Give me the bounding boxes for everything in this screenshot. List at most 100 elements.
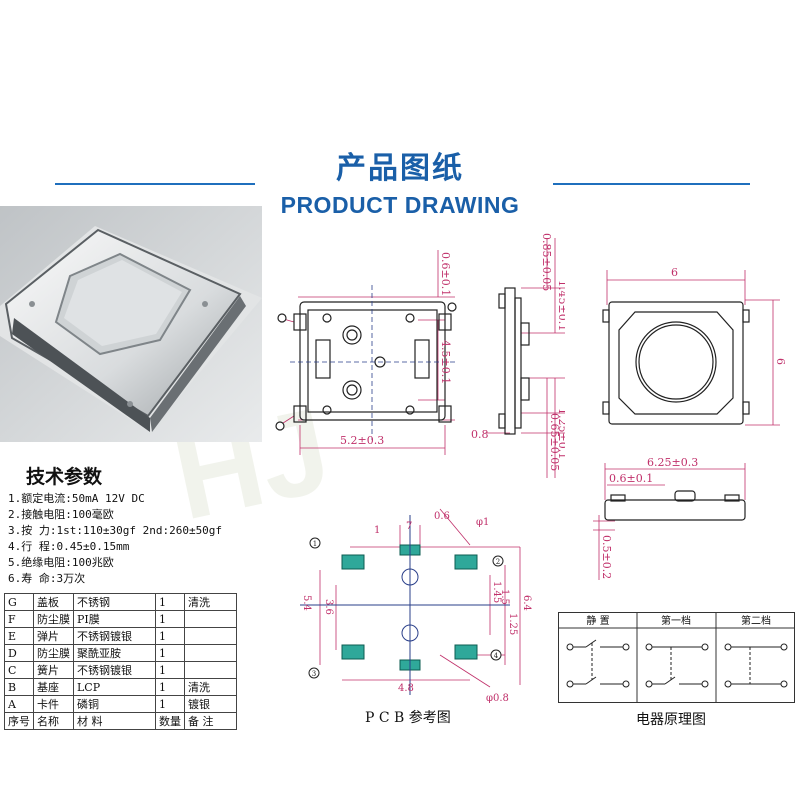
bom-cell: 盖板 (33, 593, 74, 611)
header-rule-left (55, 183, 255, 185)
circuit-caption: 电器原理图 (636, 712, 706, 728)
bom-cell: 1 (155, 627, 185, 645)
table-row: A 卡件 磷铜 1 镀银 (4, 695, 237, 713)
dim-side-e: 0.8 (471, 428, 489, 441)
drawing-top-view: 0.6±0.1 4.5±0.1 5.2±0.3 (275, 250, 457, 455)
page-title-en: PRODUCT DRAWING (280, 192, 520, 218)
table-row: D 防尘膜 聚酰亚胺 1 (4, 644, 237, 662)
dim-side-a: 0.85±0.05 (540, 233, 553, 291)
dim-right-w: 6 (671, 266, 678, 279)
spec-item: 2.接触电阻:100毫欧 (8, 508, 114, 521)
bom-cell: 1 (155, 678, 185, 696)
bom-cell: E (4, 627, 34, 645)
dim-bottom-b: 0.6±0.1 (609, 472, 653, 485)
pcb-dim-54: 5.4 (301, 595, 312, 611)
bom-cell: 卡件 (33, 695, 74, 713)
bom-cell (184, 661, 237, 679)
product-photo (0, 206, 262, 442)
dim-top-c: 5.2±0.3 (340, 434, 384, 447)
bom-cell: 清洗 (184, 678, 237, 696)
table-row: E 弹片 不锈钢镀银 1 (4, 627, 237, 645)
spec-item: 5.绝缘电阻:100兆欧 (8, 556, 114, 569)
table-row: C 簧片 不锈钢镀银 1 (4, 661, 237, 679)
bom-cell: G (4, 593, 34, 611)
bom-cell: 清洗 (184, 593, 237, 611)
bom-cell: A (4, 695, 34, 713)
pcb-dim-phi1: φ1 (476, 517, 489, 528)
drawing-side-view: 0.85±0.05 1.45±0.1 1.25±0.1 0.65±0.05 0.… (471, 233, 565, 478)
dim-side-c: 1.25±0.1 (556, 408, 565, 459)
page-title-cn: 产品图纸 (336, 151, 464, 186)
pcb-dim-125: 1.25 (507, 613, 518, 635)
pcb-dim-phi08: φ0.8 (486, 693, 509, 704)
dim-top-a: 0.6±0.1 (439, 252, 452, 296)
table-row: F 防尘膜 PI膜 1 (4, 610, 237, 628)
bom-table: G 盖板 不锈钢 1 清洗 F 防尘膜 PI膜 1 E 弹片 不锈钢镀银 1 D… (4, 593, 237, 730)
bom-cell: F (4, 610, 34, 628)
circuit-header-rest: 静 置 (586, 614, 609, 627)
specs-title: 技术参数 (26, 466, 103, 488)
pcb-pad-label-3: 3 (312, 670, 316, 678)
bom-header-cell: 备 注 (184, 712, 237, 730)
bom-cell: 不锈钢镀银 (73, 627, 156, 645)
bom-cell: 磷铜 (73, 695, 156, 713)
spec-item: 4.行 程:0.45±0.15mm (8, 540, 130, 553)
dim-top-b: 4.5±0.1 (439, 340, 452, 384)
bom-cell (184, 627, 237, 645)
spec-item: 1.额定电流:50mA 12V DC (8, 492, 145, 505)
bom-cell: C (4, 661, 34, 679)
bom-cell: 不锈钢镀银 (73, 661, 156, 679)
circuit-header-first: 第一档 (661, 614, 691, 627)
bom-cell: LCP (73, 678, 156, 696)
table-header-row: 序号 名称 材 料 数量 备 注 (4, 712, 237, 730)
table-row: B 基座 LCP 1 清洗 (4, 678, 237, 696)
pcb-dim-1: 1 (374, 525, 380, 536)
bom-cell: 1 (155, 661, 185, 679)
bom-cell: D (4, 644, 34, 662)
bom-header-cell: 材 料 (73, 712, 156, 730)
spec-item: 3.按 力:1st:110±30gf 2nd:260±50gf (8, 524, 223, 537)
bom-cell: 防尘膜 (33, 610, 74, 628)
bom-cell: 1 (155, 695, 185, 713)
dim-side-b: 1.45±0.1 (556, 280, 565, 331)
bom-cell: 簧片 (33, 661, 74, 679)
bom-cell (184, 610, 237, 628)
bom-header-cell: 数量 (155, 712, 185, 730)
bom-cell: 镀银 (184, 695, 237, 713)
pcb-dim-64: 6.4 (521, 595, 532, 611)
pcb-drawing: 1 2 3 4 1 0.6 φ1 7 5.4 3.6 1.45 1.5 1.25… (300, 508, 532, 704)
bom-cell: 1 (155, 644, 185, 662)
bom-cell: 弹片 (33, 627, 74, 645)
drawing-bottom-view: 6.25±0.3 0.6±0.1 0.5±0.2 (593, 456, 746, 580)
bom-cell (184, 644, 237, 662)
bom-cell: 聚酰亚胺 (73, 644, 156, 662)
bom-cell: B (4, 678, 34, 696)
dim-bottom-c: 0.5±0.2 (600, 535, 613, 579)
dim-right-h: 6 (774, 358, 787, 365)
bom-cell: PI膜 (73, 610, 156, 628)
bom-header-cell: 名称 (33, 712, 74, 730)
circuit-header-second: 第二档 (741, 614, 771, 627)
pcb-dim-48: 4.8 (398, 683, 414, 694)
pcb-pad-label-2: 2 (496, 558, 500, 566)
bom-cell: 1 (155, 593, 185, 611)
table-row: G 盖板 不锈钢 1 清洗 (4, 593, 237, 611)
pcb-dim-36: 3.6 (323, 599, 334, 615)
drawing-right-view: 6 6 (602, 266, 787, 426)
pcb-pad-label-4: 4 (494, 652, 499, 660)
spec-item: 6.寿 命:3万次 (8, 572, 86, 585)
pcb-dim-06: 0.6 (434, 511, 450, 522)
pcb-dim-15: 1.5 (499, 589, 510, 605)
bom-header-cell: 序号 (4, 712, 34, 730)
dim-bottom-a: 6.25±0.3 (647, 456, 698, 469)
bom-cell: 不锈钢 (73, 593, 156, 611)
pcb-dim-7: 7 (406, 521, 412, 532)
pcb-dim-145: 1.45 (491, 581, 502, 603)
pcb-pad-label-1: 1 (313, 540, 317, 548)
dim-side-d: 0.65±0.05 (548, 413, 561, 471)
header-rule-right (553, 183, 750, 185)
bom-cell: 基座 (33, 678, 74, 696)
pcb-caption: P C B 参考图 (365, 710, 451, 726)
bom-cell: 防尘膜 (33, 644, 74, 662)
circuit-diagram: 静 置 第一档 第二档 (558, 612, 795, 703)
